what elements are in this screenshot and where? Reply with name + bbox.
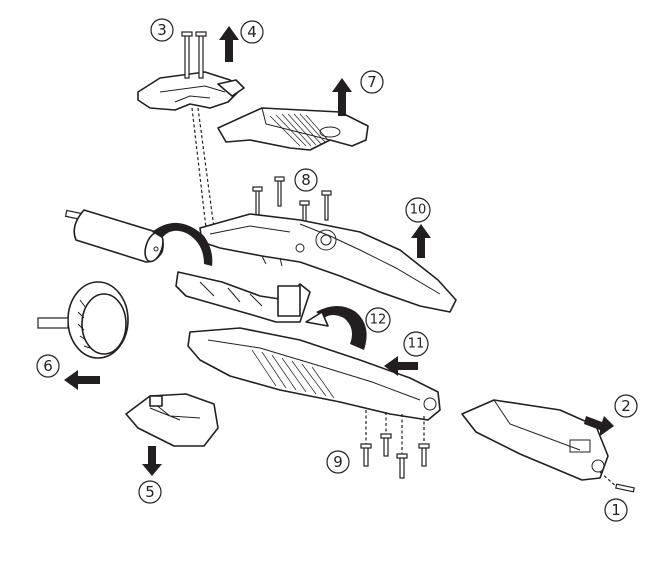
- callout-1-label: 1: [611, 501, 621, 519]
- arrow-left-icon: [64, 370, 100, 390]
- callout-2-label: 2: [621, 397, 631, 415]
- callout-7-label: 7: [367, 73, 377, 91]
- callout-5-label: 5: [145, 483, 155, 501]
- battery-part: [64, 209, 164, 263]
- arrow-left-icon: [384, 356, 418, 376]
- grip-hatching: [269, 113, 329, 147]
- arrow-down-icon: [142, 446, 162, 476]
- top-cap-part: [137, 71, 245, 111]
- internal-frame-part: [175, 271, 311, 323]
- callout-8: 8: [294, 168, 318, 192]
- screw-icon: [181, 31, 207, 79]
- callout-7: 7: [360, 70, 384, 94]
- callout-8-label: 8: [301, 171, 311, 189]
- upper-housing-part: [199, 213, 457, 313]
- callout-2: 2: [614, 394, 638, 418]
- screw-icon: [599, 471, 635, 493]
- ring-part: [37, 281, 129, 359]
- curved-arrow-icon: [152, 222, 213, 266]
- callout-9-label: 9: [333, 453, 343, 471]
- grip-hatching: [251, 349, 335, 399]
- arrow-right-icon: [584, 416, 614, 436]
- callout-10: 10: [405, 197, 431, 223]
- arrow-up-icon: [332, 78, 352, 116]
- callout-9: 9: [326, 450, 350, 474]
- callout-3: 3: [150, 18, 174, 42]
- bottom-shell-part: [461, 399, 609, 481]
- head-piece-part: [125, 393, 219, 447]
- callout-4: 4: [240, 20, 264, 44]
- callout-6: 6: [36, 354, 60, 378]
- lower-housing-part: [187, 327, 441, 421]
- arrow-up-icon: [411, 224, 431, 258]
- callout-6-label: 6: [43, 357, 53, 375]
- callout-5: 5: [138, 480, 162, 504]
- arrow-up-icon: [219, 26, 239, 62]
- callout-1: 1: [604, 498, 628, 522]
- callout-3-label: 3: [157, 21, 167, 39]
- callout-12-label: 12: [370, 313, 387, 328]
- callout-4-label: 4: [247, 23, 257, 41]
- callout-11-label: 11: [408, 337, 425, 352]
- callout-12: 12: [365, 307, 391, 333]
- curved-arrow-icon: [305, 306, 367, 350]
- callout-10-label: 10: [410, 203, 427, 218]
- screw-icon: [360, 410, 430, 479]
- callout-11: 11: [403, 331, 429, 357]
- top-shell-part: [217, 107, 369, 151]
